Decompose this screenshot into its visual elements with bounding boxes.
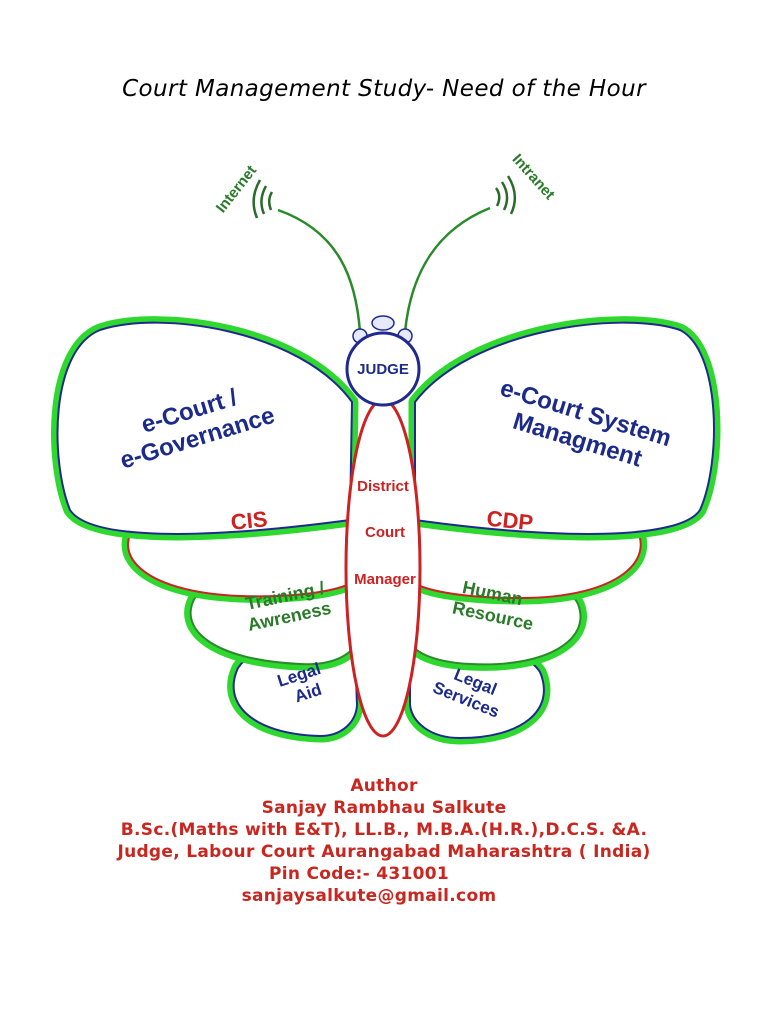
body-label-line-2: Court [365, 524, 405, 541]
right-antenna [403, 206, 491, 333]
head-label: JUDGE [357, 361, 409, 378]
head-eye-center [371, 315, 395, 331]
body-label-line-3: Manager [354, 571, 416, 588]
page-title: Court Management Study- Need of the Hour [122, 76, 646, 102]
left-antenna [277, 208, 362, 333]
author-email: sanjaysalkute@gmail.com [241, 886, 497, 906]
butterfly-body [344, 398, 422, 738]
butterfly-head [345, 331, 421, 407]
internet-signal-icon [252, 179, 274, 219]
author-qualifications: B.Sc.(Maths with E&T), LL.B., M.B.A.(H.R… [120, 820, 648, 840]
body-label-line-1: District [357, 478, 409, 495]
author-heading: Author [350, 776, 418, 796]
author-pin-code: Pin Code:- 431001 [268, 864, 449, 884]
author-position: Judge, Labour Court Aurangabad Maharasht… [117, 842, 651, 862]
middle-right-label: CDP [486, 506, 535, 536]
author-name: Sanjay Rambhau Salkute [261, 798, 507, 818]
antenna-label-intranet: Intranet [509, 151, 558, 203]
intranet-signal-icon [494, 175, 517, 215]
author-block: Author Sanjay Rambhau Salkute B.Sc.(Math… [0, 775, 768, 907]
middle-left-label: CIS [230, 506, 269, 535]
